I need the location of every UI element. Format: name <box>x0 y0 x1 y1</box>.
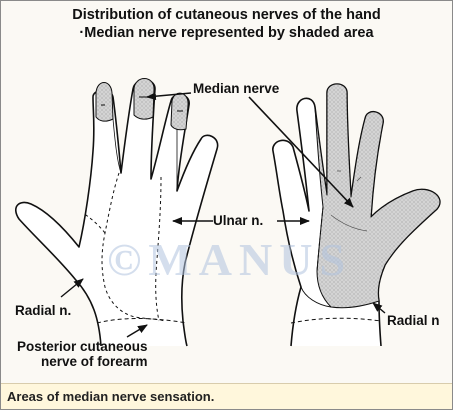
diagram-subtitle: ·Median nerve represented by shaded area <box>1 25 452 41</box>
diagram-title: Distribution of cutaneous nerves of the … <box>1 7 452 23</box>
label-ulnar-nerve: Ulnar n. <box>213 213 263 228</box>
label-radial-nerve-left: Radial n. <box>15 303 71 318</box>
copyright-watermark: ©MANUS <box>107 233 352 286</box>
label-forearm-nerve: nerve of forearm <box>41 354 148 369</box>
label-posterior-cutaneous: Posterior cutaneous <box>17 339 148 354</box>
caption-bar: Areas of median nerve sensation. <box>1 383 452 410</box>
caption-text: Areas of median nerve sensation. <box>7 389 214 404</box>
diagram-plate: ©MANUS Distribution of cutaneous nerves … <box>1 1 452 383</box>
label-radial-nerve-right: Radial n <box>387 313 440 328</box>
label-median-nerve: Median nerve <box>193 81 279 96</box>
right-hand-palmar <box>273 84 440 346</box>
hands-illustration <box>1 1 452 383</box>
